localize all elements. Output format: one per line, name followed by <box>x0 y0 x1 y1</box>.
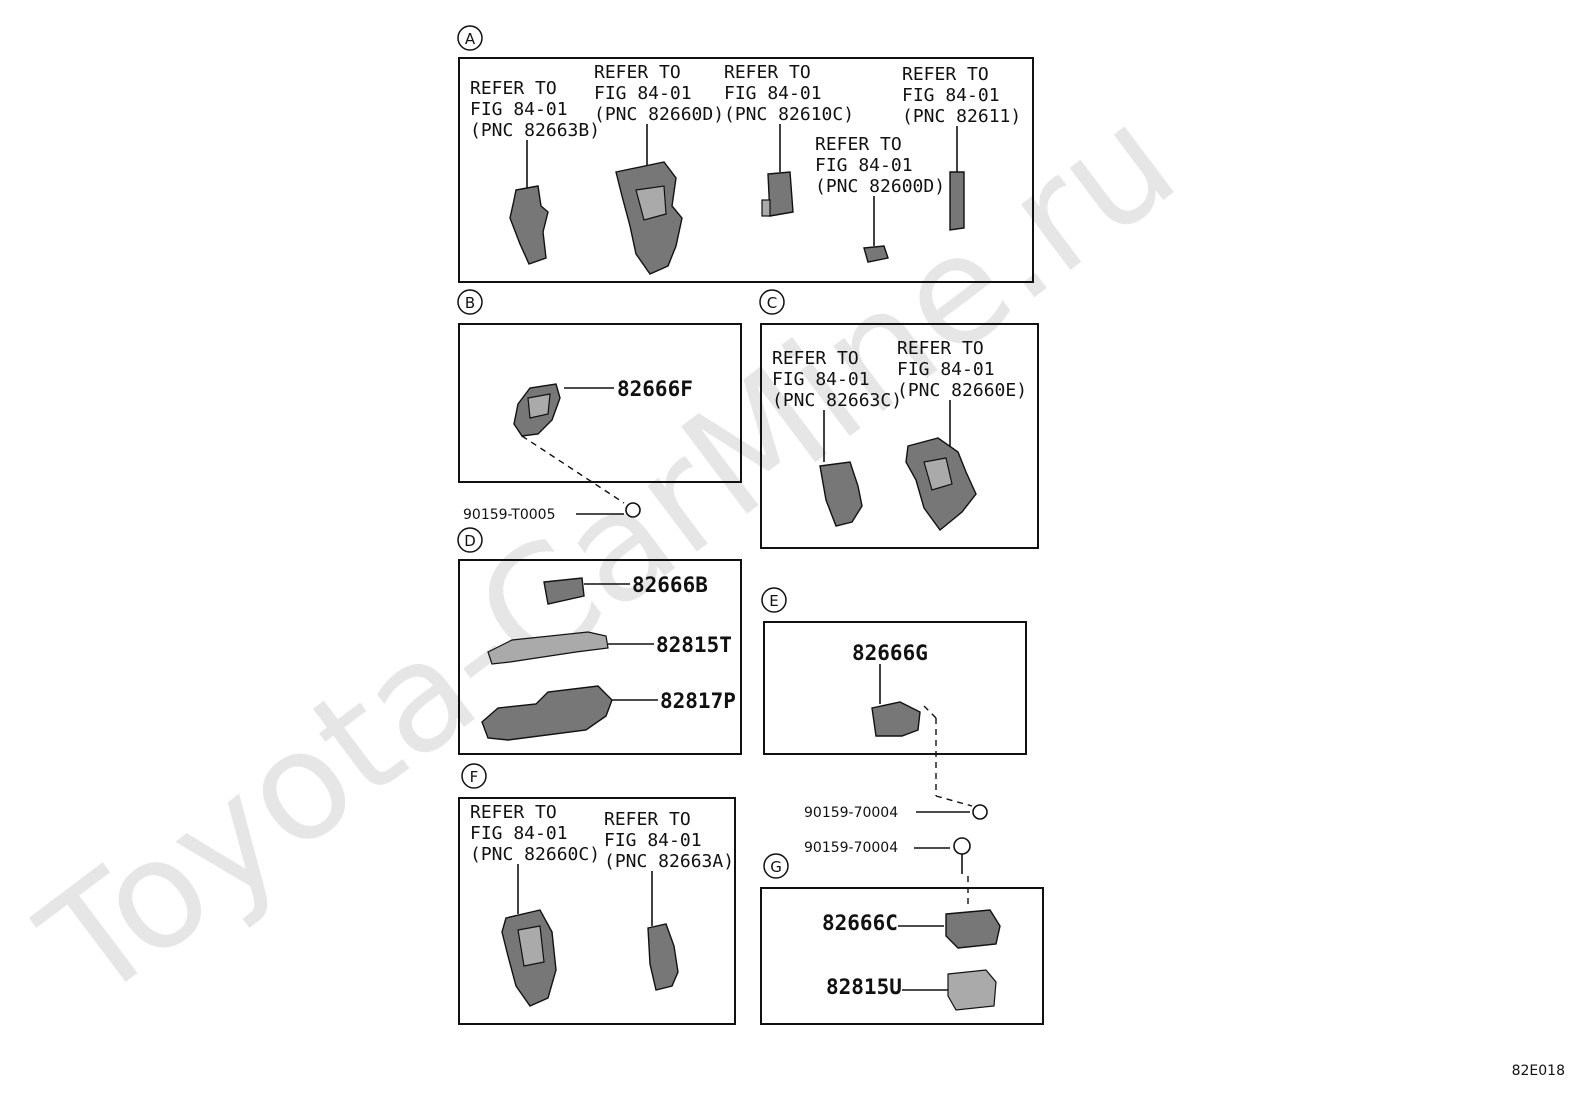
part-82663b-shape <box>509 185 549 265</box>
section-d-letter: D <box>464 532 476 550</box>
section-f-ref-82663a: REFER TO FIG 84-01 (PNC 82663A) <box>604 809 734 991</box>
screw-90159-70004-g-shape <box>953 837 971 855</box>
part-82610c-shape <box>767 171 794 217</box>
section-e-letter: E <box>769 592 778 610</box>
svg-text:FIG 84-01: FIG 84-01 <box>902 85 1000 106</box>
section-a-ref-82611: REFER TO FIG 84-01 (PNC 82611) <box>902 64 1021 231</box>
part-82663c-shape <box>819 461 863 527</box>
part-82666b-shape <box>543 577 585 605</box>
section-a-letter: A <box>465 30 476 48</box>
screw-90159-t0005-shape <box>625 502 641 518</box>
section-c: C REFER TO FIG 84-01 (PNC 82663C) REFER … <box>759 289 1039 549</box>
part-82815u-shape <box>947 969 997 1011</box>
section-b: B 82666F 90159-T0005 <box>457 289 742 523</box>
part-number-90159-70004-g: 90159-70004 <box>804 840 898 856</box>
section-f-letter: F <box>470 768 479 786</box>
section-a-ref-82663b: REFER TO FIG 84-01 (PNC 82663B) <box>470 78 600 265</box>
section-c-marker <box>759 289 785 315</box>
section-a-frame <box>458 57 1034 283</box>
part-82815t-shape <box>487 631 609 665</box>
svg-text:REFER TO: REFER TO <box>604 809 691 830</box>
section-d-marker <box>457 527 483 553</box>
svg-text:REFER TO: REFER TO <box>815 134 902 155</box>
part-82600d-shape <box>863 245 889 263</box>
section-a: A REFER TO FIG 84-01 (PNC 82663B) REFER … <box>457 25 1034 283</box>
svg-text:(PNC 82660E): (PNC 82660E) <box>897 380 1027 401</box>
section-g-marker <box>763 853 789 879</box>
section-a-ref-82660d: REFER TO FIG 84-01 (PNC 82660D) <box>594 62 724 275</box>
part-number-82666c: 82666C <box>822 911 898 935</box>
section-g-frame <box>760 887 1044 1025</box>
svg-text:(PNC 82663C): (PNC 82663C) <box>772 390 902 411</box>
section-f-frame <box>458 797 736 1025</box>
section-f: F REFER TO FIG 84-01 (PNC 82660C) REFER … <box>458 763 736 1025</box>
svg-text:FIG 84-01: FIG 84-01 <box>594 83 692 104</box>
svg-text:FIG 84-01: FIG 84-01 <box>470 823 568 844</box>
svg-text:REFER TO: REFER TO <box>470 802 557 823</box>
section-f-marker <box>461 763 487 789</box>
svg-text:(PNC 82663A): (PNC 82663A) <box>604 851 734 872</box>
section-a-ref-82610c: REFER TO FIG 84-01 (PNC 82610C) <box>724 62 854 217</box>
section-e-marker <box>761 587 787 613</box>
section-c-letter: C <box>767 294 777 312</box>
part-number-82815t: 82815T <box>656 633 732 657</box>
svg-text:FIG 84-01: FIG 84-01 <box>772 369 870 390</box>
svg-text:FIG 84-01: FIG 84-01 <box>470 99 568 120</box>
svg-text:REFER TO: REFER TO <box>470 78 557 99</box>
section-e-frame <box>763 621 1027 755</box>
section-c-ref-82660e: REFER TO FIG 84-01 (PNC 82660E) <box>897 338 1027 532</box>
svg-text:REFER TO: REFER TO <box>594 62 681 83</box>
part-number-82817p: 82817P <box>660 689 736 713</box>
svg-text:(PNC 82660D): (PNC 82660D) <box>594 104 724 125</box>
svg-text:(PNC 82600D): (PNC 82600D) <box>815 176 945 197</box>
part-82663a-shape <box>647 923 679 991</box>
section-d: D 82666B 82815T 82817P <box>457 527 742 755</box>
section-e: E 82666G 90159-70004 <box>761 587 1027 821</box>
figure-code: 82E018 <box>1512 1063 1565 1079</box>
part-number-90159-70004-e: 90159-70004 <box>804 805 898 821</box>
section-g-letter: G <box>770 858 782 876</box>
screw-90159-70004-e-shape <box>972 804 988 820</box>
part-number-82815u: 82815U <box>826 975 902 999</box>
svg-text:REFER TO: REFER TO <box>902 64 989 85</box>
part-82666c-shape <box>945 909 1001 949</box>
section-b-marker <box>457 289 483 315</box>
part-number-82666f: 82666F <box>617 377 693 401</box>
svg-text:REFER TO: REFER TO <box>724 62 811 83</box>
svg-text:(PNC 82663B): (PNC 82663B) <box>470 120 600 141</box>
svg-text:REFER TO: REFER TO <box>897 338 984 359</box>
part-82611-shape <box>949 171 965 231</box>
svg-text:(PNC 82660C): (PNC 82660C) <box>470 844 600 865</box>
section-c-ref-82663c: REFER TO FIG 84-01 (PNC 82663C) <box>772 348 902 527</box>
svg-text:REFER TO: REFER TO <box>772 348 859 369</box>
part-number-82666g: 82666G <box>852 641 928 665</box>
svg-text:FIG 84-01: FIG 84-01 <box>897 359 995 380</box>
section-g: 90159-70004 G 82666C 82815U <box>760 837 1044 1025</box>
section-b-letter: B <box>465 294 475 312</box>
section-a-ref-82600d: REFER TO FIG 84-01 (PNC 82600D) <box>815 134 945 263</box>
svg-text:FIG 84-01: FIG 84-01 <box>815 155 913 176</box>
part-number-90159-t0005: 90159-T0005 <box>463 507 555 523</box>
watermark: Toyota-CarMine.ru <box>11 74 1206 1035</box>
section-b-frame <box>458 323 742 483</box>
svg-text:(PNC 82611): (PNC 82611) <box>902 106 1021 127</box>
part-82666g-shape <box>871 701 921 737</box>
section-f-ref-82660c: REFER TO FIG 84-01 (PNC 82660C) <box>470 802 600 1007</box>
section-c-frame <box>760 323 1039 549</box>
svg-text:FIG 84-01: FIG 84-01 <box>724 83 822 104</box>
section-d-frame <box>458 559 742 755</box>
svg-text:(PNC 82610C): (PNC 82610C) <box>724 104 854 125</box>
svg-text:FIG 84-01: FIG 84-01 <box>604 830 702 851</box>
part-number-82666b: 82666B <box>632 573 708 597</box>
section-a-marker <box>457 25 483 51</box>
